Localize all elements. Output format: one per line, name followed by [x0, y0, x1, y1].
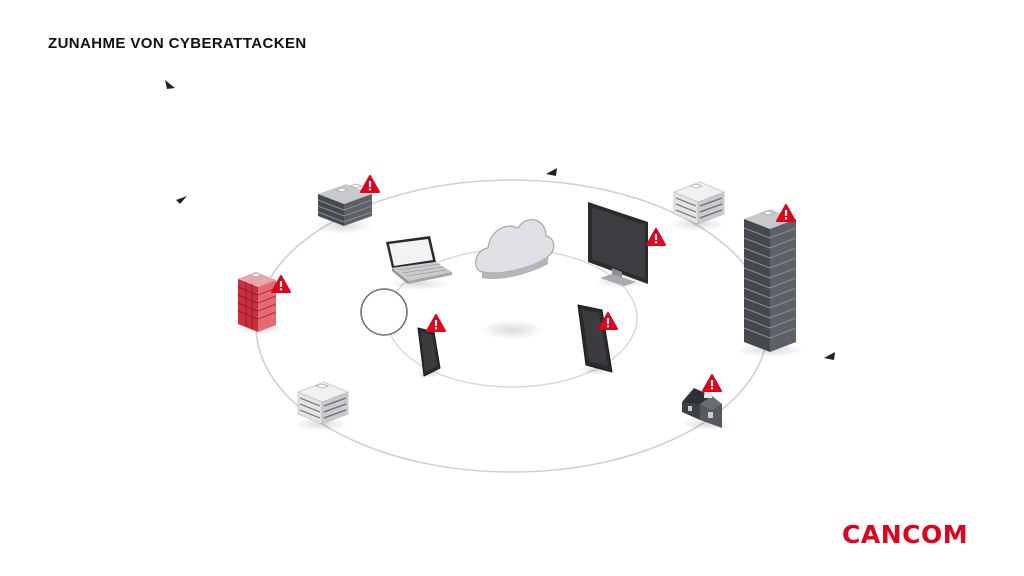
- triangle-decoration: [546, 168, 557, 176]
- alert-icon: [646, 228, 666, 246]
- red-office-building: [234, 272, 291, 335]
- triangle-decoration: [176, 196, 187, 204]
- alert-icon: [702, 374, 722, 392]
- smartphone: [414, 314, 446, 378]
- ring-marker: [360, 288, 408, 336]
- cloud-icon: [475, 219, 555, 280]
- office-building-bottom-left: [294, 381, 350, 431]
- page-title: ZUNAHME VON CYBERATTACKEN: [48, 35, 307, 52]
- triangle-decoration: [165, 80, 175, 89]
- alert-icon: [360, 175, 380, 193]
- office-building-top-left: [313, 175, 380, 234]
- laptop: [386, 236, 452, 290]
- office-building-top-right: [670, 181, 726, 231]
- monitor: [588, 202, 666, 288]
- cancom-logo: CANCOM: [842, 520, 969, 549]
- tablet: [577, 304, 618, 375]
- house: [680, 374, 732, 430]
- alert-icon: [426, 314, 446, 332]
- triangle-decoration: [824, 352, 835, 360]
- skyscraper: [736, 204, 804, 358]
